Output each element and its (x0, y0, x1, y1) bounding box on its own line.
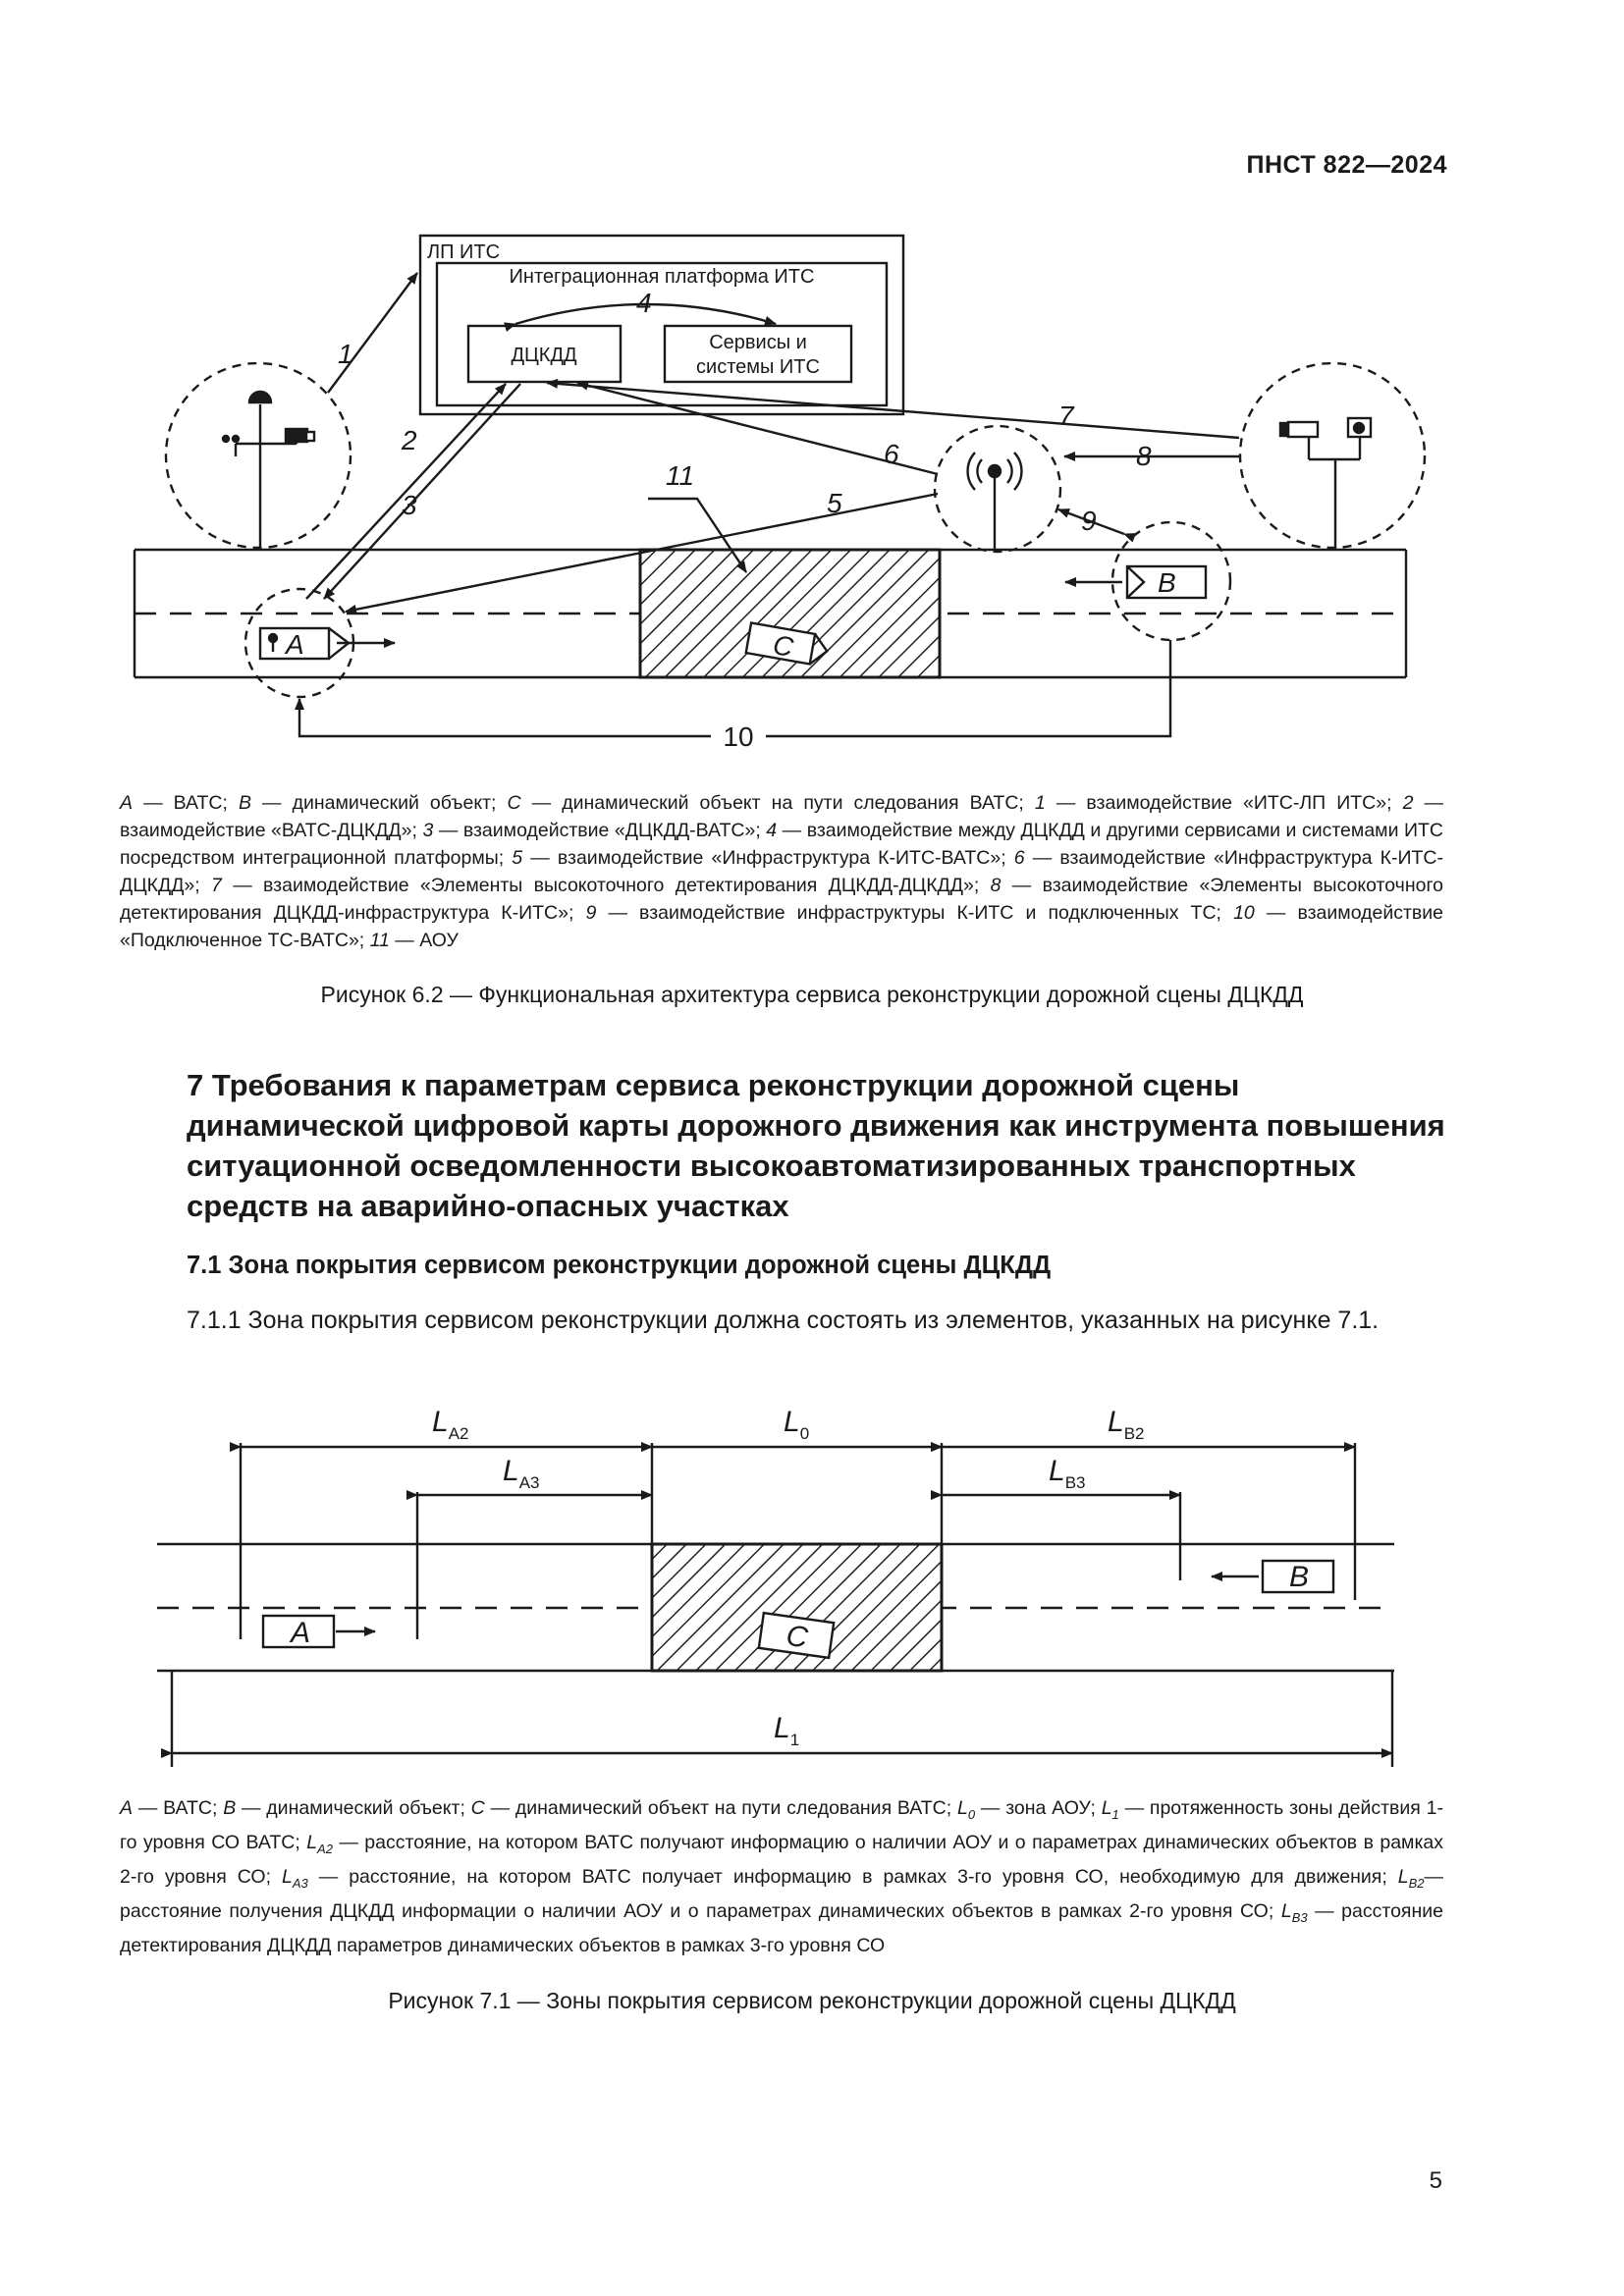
platform-label: Интеграционная платформа ИТС (510, 266, 815, 288)
legend-entry: C — динамический объект на пути следован… (507, 792, 1035, 814)
arrow-7 (546, 378, 1240, 440)
detector-circle (1238, 361, 1427, 550)
svg-text:A: A (289, 1617, 310, 1649)
dckdd-box (466, 324, 623, 384)
label-1: 1 (338, 339, 353, 369)
legend-entry: 11 — АОУ (369, 930, 459, 951)
object-b-circle (1110, 520, 1232, 642)
label-7: 7 (1058, 400, 1075, 431)
section-7-1-title: 7.1 Зона покрытия сервисом реконструкции… (187, 1252, 1052, 1279)
services-label-1: Сервисы и (709, 332, 807, 353)
arrow-5 (345, 492, 939, 614)
label-4: 4 (636, 288, 652, 318)
svg-text:L0: L0 (784, 1406, 809, 1443)
legend-entry: C — динамический объект на пути следован… (470, 1797, 957, 1819)
svg-text:LA2: LA2 (432, 1406, 468, 1443)
label-3: 3 (402, 490, 417, 520)
legend-entry: 1 — взаимодействие «ИТС-ЛП ИТС»; (1034, 792, 1403, 814)
legend-entry: A — ВАТС; (120, 792, 239, 814)
legend-entry: L1 — протяженность зоны действия 1-го ур… (120, 1797, 1444, 1853)
legend-entry: L0 — зона АОУ; (957, 1797, 1102, 1822)
legend-entry: 6 — взаимодействие «Инфраструктура К-ИТС… (120, 847, 1443, 896)
arrow-2 (305, 383, 507, 600)
legend-entry: 7 — взаимодействие «Элементы высокоточно… (211, 875, 991, 896)
label-10: 10 (723, 721, 753, 752)
arrow-3 (323, 383, 521, 600)
label-11: 11 (666, 460, 694, 491)
dckdd-label: ДЦКДД (511, 345, 577, 366)
lp-its-label: ЛП ИТС (427, 241, 500, 263)
legend-entry: B — динамический объект; (223, 1797, 471, 1819)
its-infrastructure-circle (164, 361, 352, 550)
arrow-6 (576, 380, 939, 476)
label-8: 8 (1136, 441, 1152, 471)
page-number: 5 (1429, 2167, 1442, 2194)
arrow-4 (504, 302, 777, 332)
label-5: 5 (827, 488, 842, 518)
vehicle-a-label: A (284, 629, 304, 660)
document-id: ПНСТ 822—2024 (1246, 151, 1447, 179)
legend-entry: LA2 — расстояние, на котором ВАТС получа… (120, 1831, 1443, 1888)
legend-entry: B — динамический объект; (238, 792, 508, 814)
figure-6-2-diagram: ЛП ИТС Интеграционная платформа ИТС ДЦКД… (133, 234, 1427, 752)
svg-text:LB2: LB2 (1108, 1406, 1144, 1443)
legend-entry: 9 — взаимодействие инфраструктуры К-ИТС … (585, 902, 1234, 924)
label-6: 6 (884, 439, 899, 469)
section-7-title: 7 Требования к параметрам сервиса реконс… (187, 1068, 1445, 1223)
services-label-2: системы ИТС (696, 356, 820, 378)
caption-figure-6-2: Рисунок 6.2 — Функциональная архитектура… (320, 982, 1304, 1007)
legend-entry: 2 — взаимодействие «ВАТС-ДЦКДД»; (120, 792, 1444, 841)
legend-entry: LB3 — расстояние детектирования ДЦКДД па… (120, 1899, 1443, 1956)
figure-7-1-diagram: LA2 LA3 L0 LB2 LB3 L1 A B C (157, 1406, 1394, 1767)
legend-figure-6-2: A — ВАТС; B — динамический объект; C — д… (120, 789, 1443, 954)
legend-figure-7-1: A — ВАТС; B — динамический объект; C — д… (120, 1794, 1443, 1959)
lp-its-box (418, 234, 905, 416)
its-services-box (663, 324, 853, 384)
svg-text:LB3: LB3 (1049, 1455, 1085, 1492)
leader-11 (648, 497, 747, 573)
svg-text:L1: L1 (774, 1712, 799, 1749)
legend-entry: A — ВАТС; (120, 1797, 224, 1819)
arrow-1 (327, 272, 418, 394)
paragraph-7-1-1: 7.1.1 Зона покрытия сервисом реконструкц… (187, 1307, 1380, 1334)
legend-entry: 8 — взаимодействие «Элементы высокоточно… (120, 875, 1443, 924)
svg-text:C: C (785, 1620, 810, 1655)
rsu-circle (933, 424, 1062, 554)
arrow-9 (1057, 507, 1137, 543)
caption-figure-7-1: Рисунок 7.1 — Зоны покрытия сервисом рек… (388, 1988, 1236, 2013)
label-2: 2 (401, 425, 417, 455)
legend-entry: 4 — взаимодействие между ДЦКДД и другими… (120, 820, 1443, 869)
legend-entry: LA3 — расстояние, на котором ВАТС получа… (281, 1865, 1398, 1891)
object-b-label: B (1158, 567, 1176, 598)
svg-text:B: B (1289, 1561, 1309, 1593)
legend-entry: LB2— расстояние получения ДЦКДД информац… (120, 1865, 1443, 1922)
svg-text:LA3: LA3 (503, 1455, 539, 1492)
legend-entry: 10 — взаимодействие «Подключенное ТС-ВАТ… (120, 902, 1444, 951)
legend-entry: 3 — взаимодействие «ДЦКДД-ВАТС»; (422, 820, 767, 841)
legend-entry: 5 — взаимодействие «Инфраструктура К-ИТС… (512, 847, 1014, 869)
label-9: 9 (1081, 506, 1097, 536)
